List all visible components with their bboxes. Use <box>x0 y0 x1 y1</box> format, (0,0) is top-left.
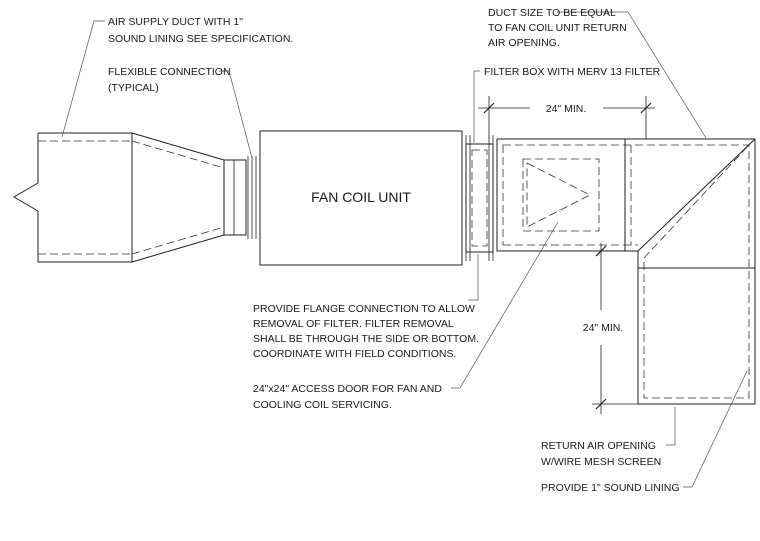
note-line: RETURN AIR OPENING <box>541 440 656 452</box>
flexible-connection-supply <box>247 156 257 239</box>
note-line: AIR SUPPLY DUCT WITH 1" <box>108 16 243 28</box>
fan-coil-unit: FAN COIL UNIT <box>259 130 463 266</box>
note-line: SOUND LINING SEE SPECIFICATION. <box>108 33 293 45</box>
note-line: PROVIDE FLANGE CONNECTION TO ALLOW <box>253 303 475 315</box>
note-access-door: 24"x24" ACCESS DOOR FOR FAN AND COOLING … <box>253 383 442 411</box>
filter-box <box>465 143 494 253</box>
note-line: 24"x24" ACCESS DOOR FOR FAN AND <box>253 383 442 395</box>
note-line: AIR OPENING. <box>488 37 560 49</box>
note-line: DUCT SIZE TO BE EQUAL <box>488 7 616 19</box>
note-line: TO FAN COIL UNIT RETURN <box>488 22 627 34</box>
dimension-horizontal: 24" MIN. <box>478 96 655 139</box>
note-sound-lining: PROVIDE 1" SOUND LINING <box>541 482 680 494</box>
note-line: COORDINATE WITH FIELD CONDITIONS. <box>253 348 456 360</box>
note-line: FLEXIBLE CONNECTION <box>108 66 231 78</box>
fan-coil-unit-label: FAN COIL UNIT <box>311 189 411 205</box>
dimension-vertical-label: 24" MIN. <box>583 322 624 334</box>
note-filter-box: FILTER BOX WITH MERV 13 FILTER <box>484 66 661 78</box>
return-duct <box>496 138 756 405</box>
note-line: (TYPICAL) <box>108 82 159 94</box>
supply-duct <box>13 132 133 263</box>
note-line: PROVIDE 1" SOUND LINING <box>541 482 680 494</box>
access-door <box>522 158 600 232</box>
note-line: W/WIRE MESH SCREEN <box>541 456 661 468</box>
duct-transition <box>131 132 247 263</box>
note-return-air-opening: RETURN AIR OPENING W/WIRE MESH SCREEN <box>541 440 661 468</box>
flexible-connection-return <box>465 135 494 261</box>
note-flexible-connection: FLEXIBLE CONNECTION (TYPICAL) <box>108 66 231 94</box>
note-flange-connection: PROVIDE FLANGE CONNECTION TO ALLOW REMOV… <box>253 303 479 360</box>
note-line: SHALL BE THROUGH THE SIDE OR BOTTOM. <box>253 333 479 345</box>
note-air-supply-duct: AIR SUPPLY DUCT WITH 1" SOUND LINING SEE… <box>108 16 293 45</box>
dimension-horizontal-label: 24" MIN. <box>546 103 587 115</box>
note-line: FILTER BOX WITH MERV 13 FILTER <box>484 66 661 78</box>
dimension-vertical: 24" MIN. <box>583 243 638 414</box>
leader-lines <box>61 11 748 488</box>
note-line: REMOVAL OF FILTER. FILTER REMOVAL <box>253 318 454 330</box>
note-duct-size: DUCT SIZE TO BE EQUAL TO FAN COIL UNIT R… <box>488 7 627 49</box>
note-line: COOLING COIL SERVICING. <box>253 399 392 411</box>
